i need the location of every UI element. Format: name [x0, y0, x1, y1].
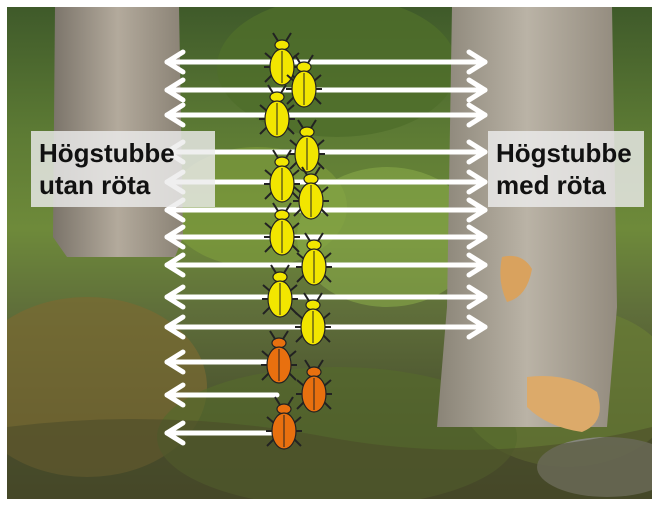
- yellow-beetle-icon: [295, 293, 331, 345]
- orange-beetle-icon: [266, 397, 302, 449]
- movement-arrow: [167, 80, 485, 100]
- movement-arrow: [167, 105, 485, 125]
- yellow-beetle-icon: [259, 85, 295, 137]
- label-left-line2: utan röta: [39, 169, 207, 201]
- movement-arrow: [167, 52, 485, 72]
- orange-beetle-icon: [296, 360, 332, 412]
- label-right-line2: med röta: [496, 169, 636, 201]
- yellow-beetle-icon: [264, 150, 300, 202]
- yellow-beetle-icon: [262, 265, 298, 317]
- yellow-beetle-icon: [293, 167, 329, 219]
- label-right-line1: Högstubbe: [496, 137, 636, 169]
- forest-photo-background: Högstubbe utan röta Högstubbe med röta: [7, 7, 652, 499]
- movement-arrow: [167, 287, 485, 307]
- label-left-line1: Högstubbe: [39, 137, 207, 169]
- yellow-beetle-icon: [296, 233, 332, 285]
- label-stump-without-rot: Högstubbe utan röta: [31, 131, 215, 207]
- beetle-movement-overlay: [7, 7, 652, 499]
- movement-arrow: [167, 385, 277, 405]
- movement-arrow: [167, 227, 485, 247]
- movement-arrow: [167, 352, 277, 372]
- label-stump-with-rot: Högstubbe med röta: [488, 131, 644, 207]
- movement-arrow: [167, 423, 277, 443]
- orange-beetle-icon: [261, 331, 297, 383]
- yellow-beetle-icon: [289, 120, 325, 172]
